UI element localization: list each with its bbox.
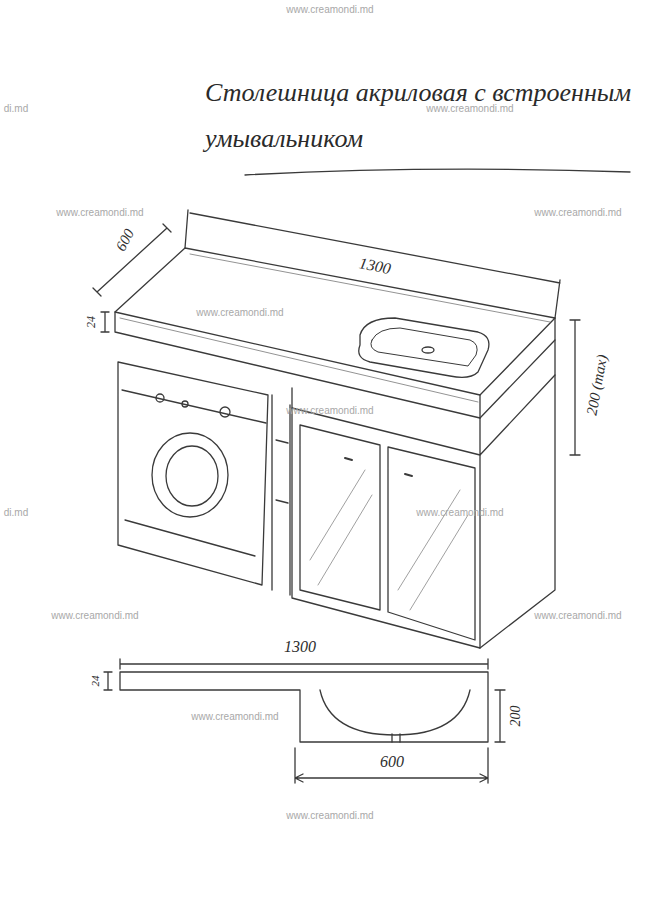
watermark: www.creamondi.md [196, 307, 283, 318]
dimension-label: 600 [112, 226, 137, 254]
dimension-line [93, 224, 171, 296]
watermark: di.md [4, 507, 28, 518]
machine-knob [182, 401, 188, 407]
basin-section [320, 690, 470, 735]
cabinet-front [292, 408, 480, 648]
watermark: www.creamondi.md [56, 207, 143, 218]
watermark: di.md [4, 103, 28, 114]
dimension-line [120, 659, 488, 669]
countertop-front [115, 312, 480, 418]
drain-section [392, 734, 400, 742]
side-panel [272, 395, 290, 595]
dimension-label: 1300 [284, 638, 316, 656]
dimension-line [295, 748, 488, 783]
cabinet-door [388, 447, 475, 640]
dimension-label: 24 [85, 316, 98, 328]
dimension-line [104, 672, 112, 690]
washing-machine [118, 362, 268, 585]
machine-knob [220, 407, 230, 417]
door-handle [345, 458, 412, 476]
sink-bowl [359, 318, 489, 377]
watermark: www.creamondi.md [534, 207, 621, 218]
machine-knob [156, 394, 164, 402]
dimension-line [101, 312, 109, 332]
watermark: www.creamondi.md [286, 4, 373, 15]
watermark: www.creamondi.md [416, 507, 503, 518]
watermark: www.creamondi.md [286, 405, 373, 416]
dimension-line [495, 690, 505, 742]
sink-inner [371, 328, 477, 366]
countertop-side [480, 318, 555, 418]
title-underline [245, 169, 630, 175]
door-hatching [310, 470, 468, 610]
dimension-label: 200 (max) [584, 353, 611, 416]
watermark: www.creamondi.md [426, 103, 513, 114]
machine-door-glass [166, 446, 218, 506]
title: Столешница акриловая с встроенным умывал… [205, 70, 635, 161]
dimension-label: 600 [380, 753, 404, 771]
watermark: www.creamondi.md [51, 610, 138, 621]
dimension-line [570, 320, 580, 455]
watermark: www.creamondi.md [286, 810, 373, 821]
dimension-label: 1300 [358, 254, 393, 277]
dimension-label: 200 [508, 706, 523, 727]
cabinet-door [300, 425, 380, 610]
watermark: www.creamondi.md [534, 610, 621, 621]
dimension-label: 24 [89, 676, 101, 687]
watermark: www.creamondi.md [191, 711, 278, 722]
sink-apron [292, 340, 555, 455]
countertop-section [120, 672, 488, 742]
machine-door [152, 433, 228, 517]
sketch-strokes [120, 254, 550, 402]
sink-drain [422, 347, 434, 353]
machine-panel [122, 390, 266, 556]
dimension-line [185, 210, 560, 318]
